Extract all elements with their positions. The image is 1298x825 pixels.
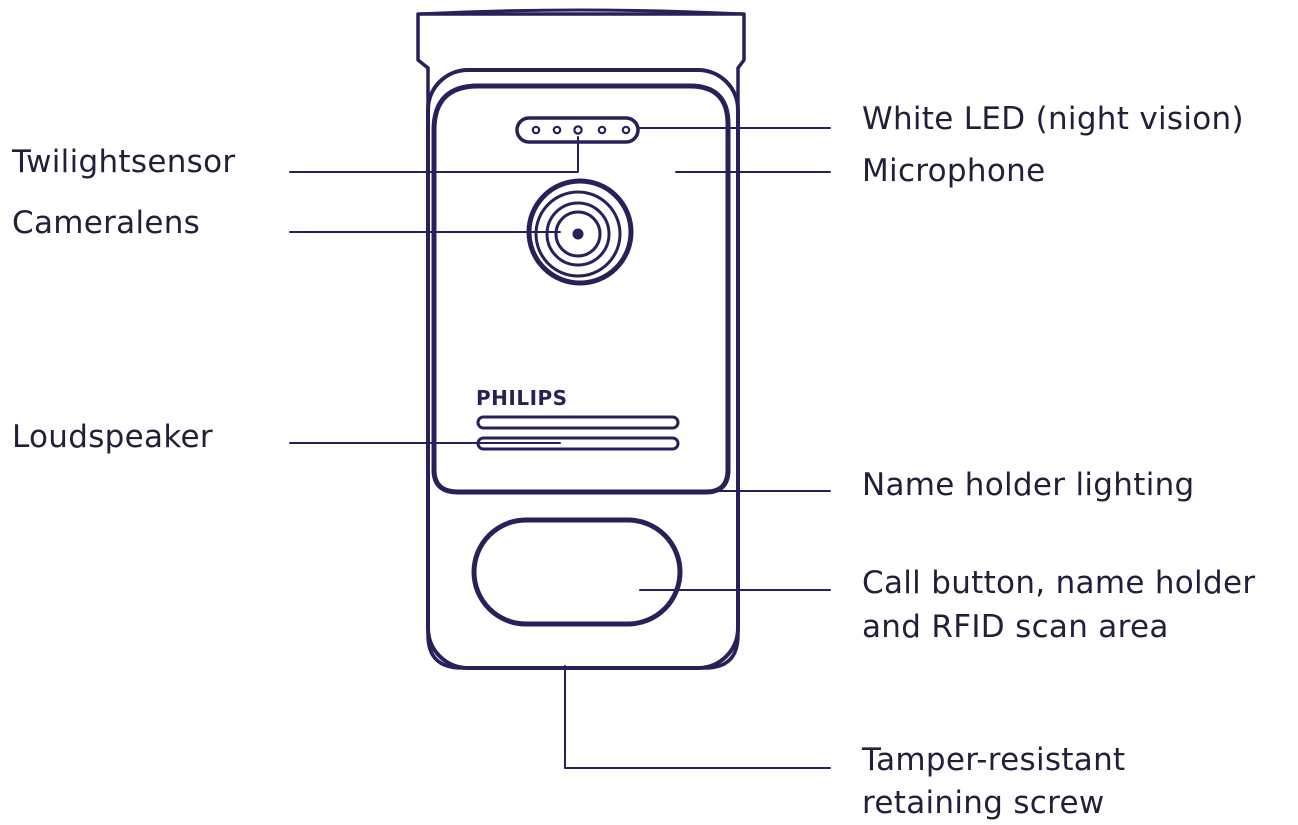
led-dot [597, 125, 607, 135]
leader-tamper-screw [564, 665, 831, 769]
label-loudspeaker: Loudspeaker [12, 419, 213, 455]
rain-hood [416, 12, 746, 670]
twilight-sensor-dot [573, 125, 583, 135]
label-microphone: Microphone [862, 153, 1046, 189]
front-panel [431, 83, 731, 495]
housing-body [426, 68, 740, 670]
camera-lens-ring [534, 190, 622, 278]
label-twilight-sensor: Twilightsensor [12, 144, 236, 180]
label-tamper-screw-line2: retaining screw [862, 785, 1105, 821]
label-camera-lens: Cameralens [12, 205, 201, 241]
speaker-slot [476, 415, 680, 430]
brand-logo: PHILIPS [476, 386, 568, 410]
call-button-shape [471, 517, 683, 627]
label-call-button-line2: and RFID scan area [862, 609, 1169, 645]
led-dot [531, 125, 541, 135]
leader-twilight-sensor [289, 136, 579, 173]
camera-lens-ring [554, 210, 602, 258]
label-tamper-screw-line1: Tamper-resistant [862, 742, 1126, 778]
label-white-led: White LED (night vision) [862, 101, 1244, 137]
hood-top-edge [416, 8, 746, 16]
led-dot [621, 125, 631, 135]
camera-lens-center [572, 228, 584, 240]
camera-lens-ring [545, 201, 611, 267]
led-dot [552, 125, 562, 135]
label-name-holder-lighting: Name holder lighting [862, 467, 1195, 503]
label-call-button-line1: Call button, name holder [862, 565, 1256, 601]
